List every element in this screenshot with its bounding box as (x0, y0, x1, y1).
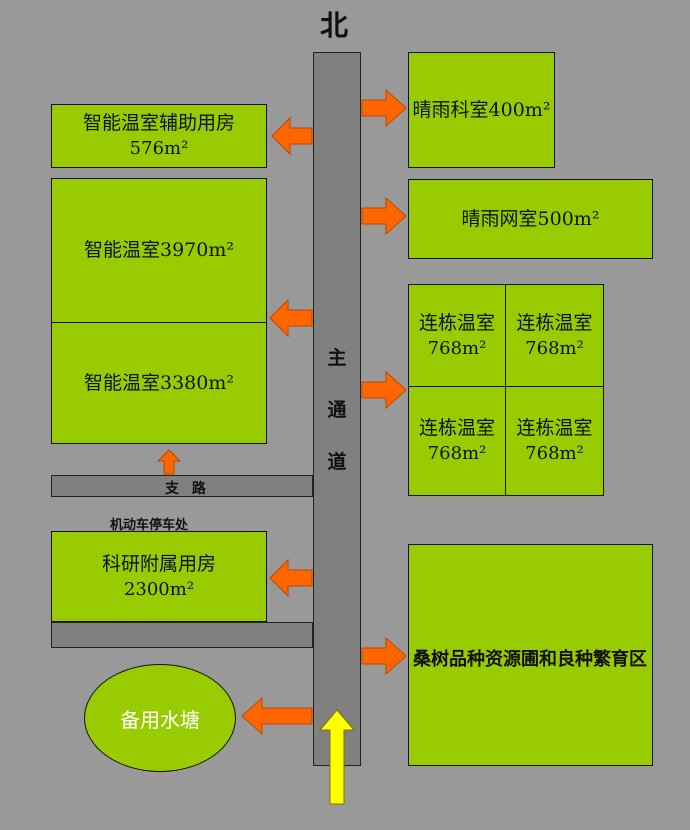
liandong-2-name: 连栋温室 (516, 311, 593, 334)
liandong-4-name: 连栋温室 (516, 417, 593, 439)
research-room-area: 2300m² (123, 578, 195, 600)
liandong-1-area: 768m² (427, 337, 487, 359)
arrow-to-qingyu-lab (361, 88, 407, 128)
qingyu-net-name: 晴雨网室500m² (461, 207, 600, 230)
reserve-pond-name: 备用水塘 (120, 707, 200, 732)
main-road-char-2: 通 (327, 399, 347, 421)
arrow-to-qingyu-net (361, 196, 407, 236)
mulberry-nursery-name: 桑树品种资源圃和良种繁育区 (413, 649, 647, 670)
branch-road-label: 支 路 (165, 481, 210, 497)
reserve-pond: 备用水塘 (84, 664, 236, 772)
branch-road (51, 475, 313, 497)
arrow-to-liandong (361, 370, 407, 410)
research-room-name: 科研附属用房 (101, 552, 216, 575)
research-room-plot: 科研附属用房 2300m² (51, 531, 267, 622)
liandong-greenhouse-4: 连栋温室 768m² (505, 386, 604, 496)
arrow-to-research-room (269, 558, 313, 598)
main-road (313, 52, 361, 766)
liandong-greenhouse-3: 连栋温室 768m² (408, 386, 506, 496)
qingyu-net-plot: 晴雨网室500m² (408, 179, 653, 259)
smart-greenhouse-3970-plot: 智能温室3970m² (51, 178, 267, 323)
liandong-greenhouse-1: 连栋温室 768m² (408, 284, 506, 387)
north-label: 北 (320, 9, 349, 42)
qingyu-lab-name: 晴雨科室400m² (412, 98, 551, 121)
smart-greenhouse-3380-name: 智能温室3380m² (84, 371, 234, 394)
arrow-to-mulberry (361, 636, 407, 676)
arrow-to-pond (241, 696, 313, 736)
smart-greenhouse-3380-plot: 智能温室3380m² (51, 322, 267, 444)
liandong-1-name: 连栋温室 (418, 311, 495, 334)
liandong-3-area: 768m² (427, 443, 487, 464)
main-road-char-1: 主 (327, 347, 347, 369)
liandong-greenhouse-2: 连栋温室 768m² (505, 284, 604, 387)
liandong-3-name: 连栋温室 (418, 417, 495, 439)
aux-room-plot: 智能温室辅助用房 576m² (51, 104, 267, 168)
smart-greenhouse-3970-name: 智能温室3970m² (84, 239, 234, 261)
aux-room-name: 智能温室辅助用房 (82, 112, 235, 134)
mulberry-nursery-plot: 桑树品种资源圃和良种繁育区 (408, 544, 653, 766)
entrance-arrow (318, 709, 356, 805)
qingyu-lab-plot: 晴雨科室400m² (408, 52, 555, 168)
liandong-2-area: 768m² (525, 337, 584, 359)
liandong-4-area: 768m² (525, 443, 584, 464)
arrow-up-from-branch-road (156, 449, 182, 475)
main-road-label: 主 通 道 (322, 332, 352, 488)
arrow-to-smart-greenhouse (269, 298, 313, 338)
main-road-char-3: 道 (327, 451, 347, 473)
side-road-lower (51, 622, 313, 648)
arrow-to-aux-room (271, 116, 313, 156)
parking-label: 机动车停车处 (110, 518, 189, 533)
aux-room-area: 576m² (129, 138, 189, 159)
